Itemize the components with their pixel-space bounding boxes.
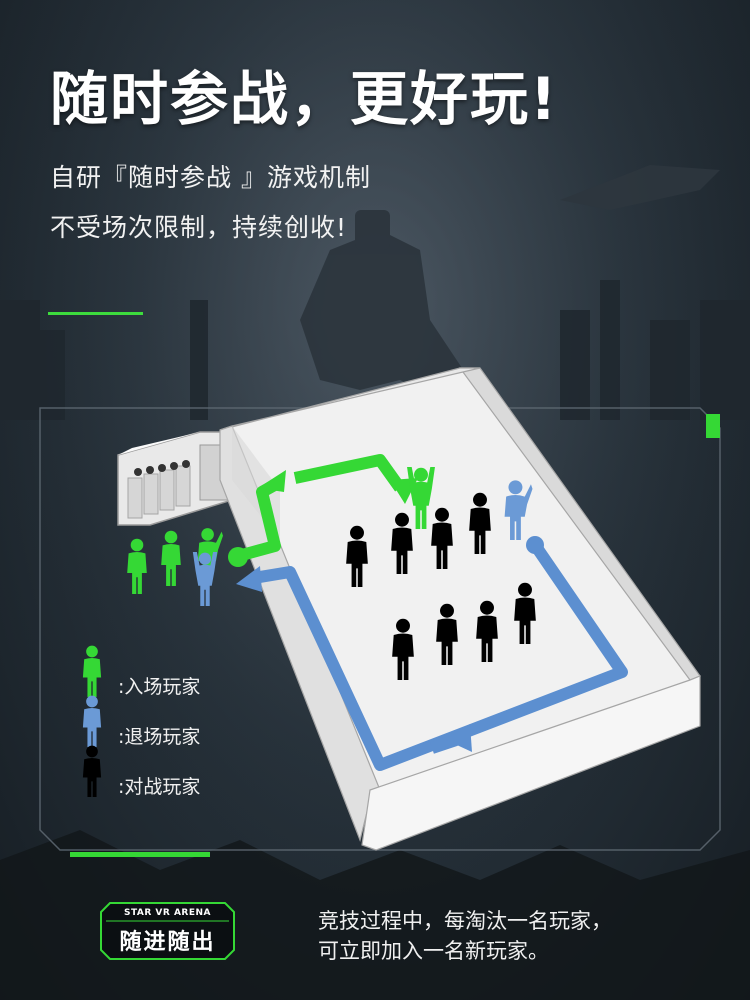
subtitle-line-2: 不受场次限制，持续创收! [50, 213, 348, 242]
arena [219, 367, 701, 851]
legend-icon-exiting [82, 695, 102, 747]
description-line-1: 竞技过程中，每淘汰一名玩家， [318, 909, 612, 933]
storage-building [117, 431, 233, 526]
legend-icon-combat [82, 745, 102, 797]
accent-divider [48, 312, 143, 315]
subtitle-line-1: 自研『随时参战 』游戏机制 [50, 163, 371, 192]
brand-badge: STAR VR ARENA 随进随出 [100, 902, 235, 960]
description-line-2: 可立即加入一名新玩家。 [318, 939, 549, 963]
legend-icon-entering [82, 645, 102, 697]
headline: 随时参战，更好玩! [50, 65, 559, 133]
badge-brand: STAR VR ARENA [123, 908, 212, 918]
badge-frame [100, 902, 235, 960]
legend-label-exiting: :退场玩家 [118, 726, 201, 748]
badge-text: 随进随出 [119, 930, 216, 955]
legend-label-combat: :对战玩家 [118, 776, 201, 798]
legend-label-entering: :入场玩家 [118, 676, 201, 698]
